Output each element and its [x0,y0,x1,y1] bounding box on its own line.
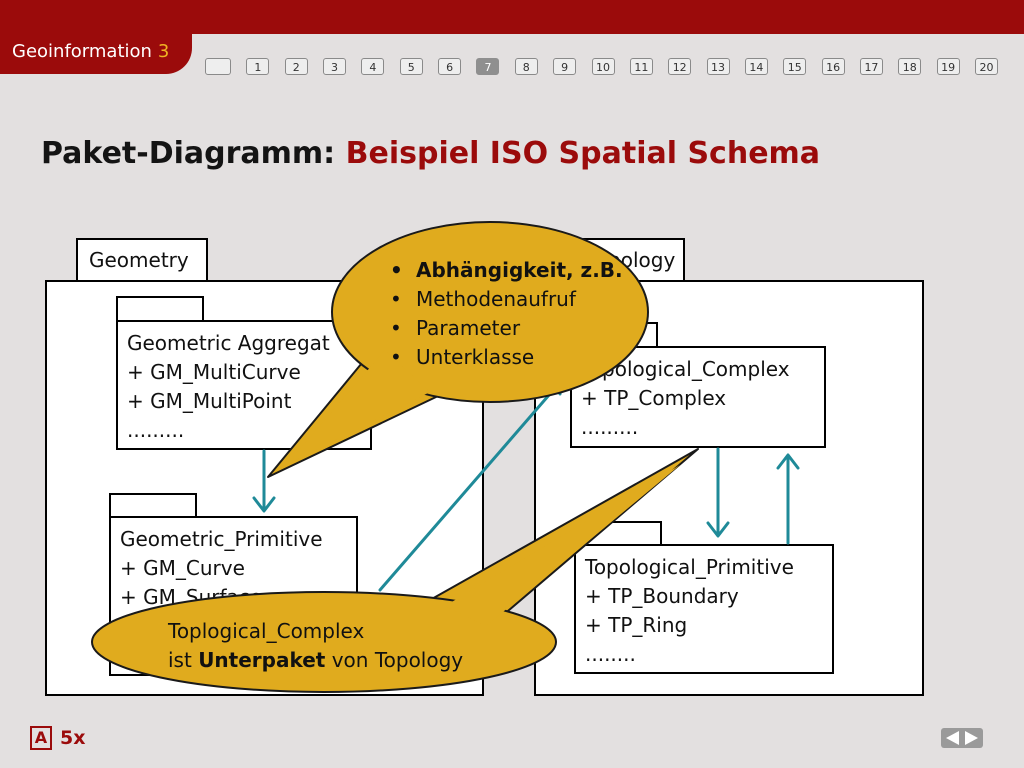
page-button-9[interactable]: 9 [553,58,577,75]
topological-primitive-class: Topological_Primitive + TP_Boundary + TP… [574,544,834,674]
page-button-8[interactable]: 8 [514,58,538,75]
page-button-4[interactable]: 4 [361,58,385,75]
callout-line: Toplogical_Complex [168,619,365,643]
page-button-16[interactable]: 16 [821,58,845,75]
animation-count: 5x [60,727,86,749]
prev-arrow-icon[interactable] [946,731,959,745]
class-name: Topological_Primitive [585,555,794,579]
page-button-2[interactable]: 2 [284,58,308,75]
arrowhead-icon [706,521,730,538]
subpackage-callout: Toplogical_Complex ist Unterpaket von To… [168,617,463,675]
dependency-callout: Abhängigkeit, z.B. Methodenaufruf Parame… [390,256,623,372]
class-name: Geometric Aggregat [127,331,330,355]
page-button-14[interactable]: 14 [744,58,768,75]
class-member: + GM_MultiPoint [127,389,292,413]
page-button-18[interactable]: 18 [898,58,922,75]
arrowhead-icon [776,453,800,470]
geometry-package-label: Geometry [89,248,189,272]
geometric-aggregate-class: Geometric Aggregat + GM_MultiCurve + GM_… [116,320,372,450]
page-button-6[interactable]: 6 [438,58,462,75]
callout-item: Methodenaufruf [390,285,623,314]
class-name: Geometric_Primitive [120,527,323,551]
page-button-17[interactable]: 17 [859,58,883,75]
slide-navigation [941,728,983,748]
class-ellipsis: ......... [127,418,185,442]
class-ellipsis: ......... [581,415,639,439]
page-button-5[interactable]: 5 [399,58,423,75]
dependency-arrow-geometry-topology [378,378,564,592]
page-button-blank[interactable] [205,58,231,75]
page-button-12[interactable]: 12 [668,58,692,75]
page-button-3[interactable]: 3 [323,58,347,75]
subpackage-callout-shape [91,448,699,693]
arrowhead-icon [252,496,276,513]
class-member: + TP_Boundary [585,584,739,608]
class-member: + TP_Ring [585,613,688,637]
next-arrow-icon[interactable] [965,731,978,745]
class-ellipsis: ........ [585,642,636,666]
course-number: 3 [157,41,170,62]
top-bar [0,0,1024,34]
slide-title: Paket-Diagramm: Beispiel ISO Spatial Sch… [41,136,820,171]
class-member: + GM_Curve [120,556,245,580]
page-button-1[interactable]: 1 [246,58,270,75]
page-button-11[interactable]: 11 [629,58,653,75]
page-button-7[interactable]: 7 [476,58,500,75]
callout-item: Parameter [390,314,623,343]
page-button-13[interactable]: 13 [706,58,730,75]
class-member: + TP_Complex [581,386,727,410]
animation-badge: A [30,726,52,750]
page-button-19[interactable]: 19 [936,58,960,75]
callout-line: ist Unterpaket von Topology [168,648,464,672]
slide-title-accent: Beispiel ISO Spatial Schema [345,136,821,171]
slide-title-main: Paket-Diagramm: [41,136,336,171]
class-member: + GM_MultiCurve [127,360,301,384]
course-name: Geoinformation [12,41,152,62]
page-button-20[interactable]: 20 [975,58,998,75]
page-button-15[interactable]: 15 [783,58,807,75]
geometry-package-tab: Geometry [76,238,208,282]
callout-item: Unterklasse [390,343,623,372]
page-button-10[interactable]: 10 [591,58,615,75]
callout-heading: Abhängigkeit, z.B. [390,256,623,285]
